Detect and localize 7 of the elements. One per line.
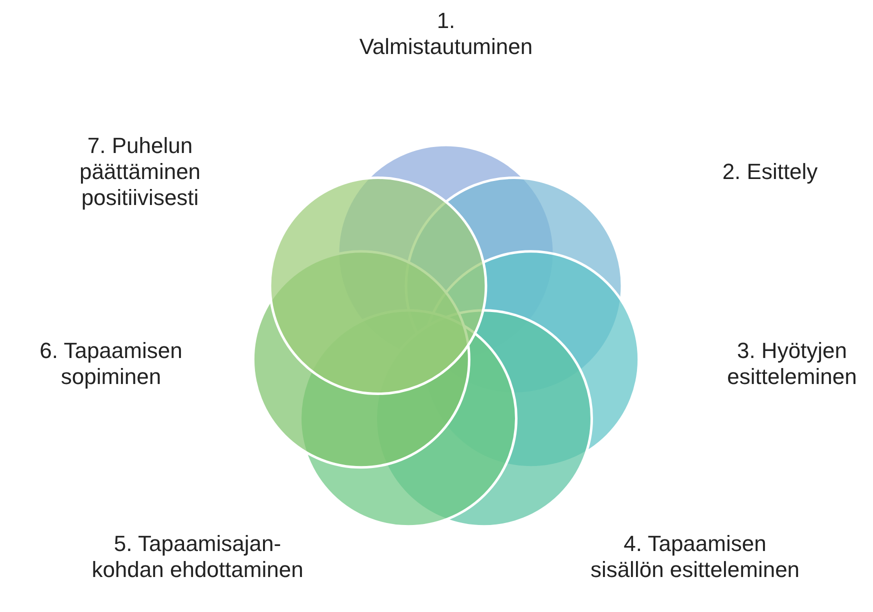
step-label: 4. Tapaamisen sisällön esitteleminen [590, 531, 800, 583]
step-label: 2. Esittely [721, 159, 819, 185]
step-label: 7. Puhelun päättäminen positiivisesti [78, 133, 202, 211]
step-label: 6. Tapaamisen sopiminen [38, 338, 184, 390]
step-label: 3. Hyötyjen esitteleminen [726, 338, 858, 390]
step-label: 5. Tapaamisajan-kohdan ehdottaminen [90, 531, 304, 583]
step-label: 1. Valmistautuminen [358, 8, 534, 60]
